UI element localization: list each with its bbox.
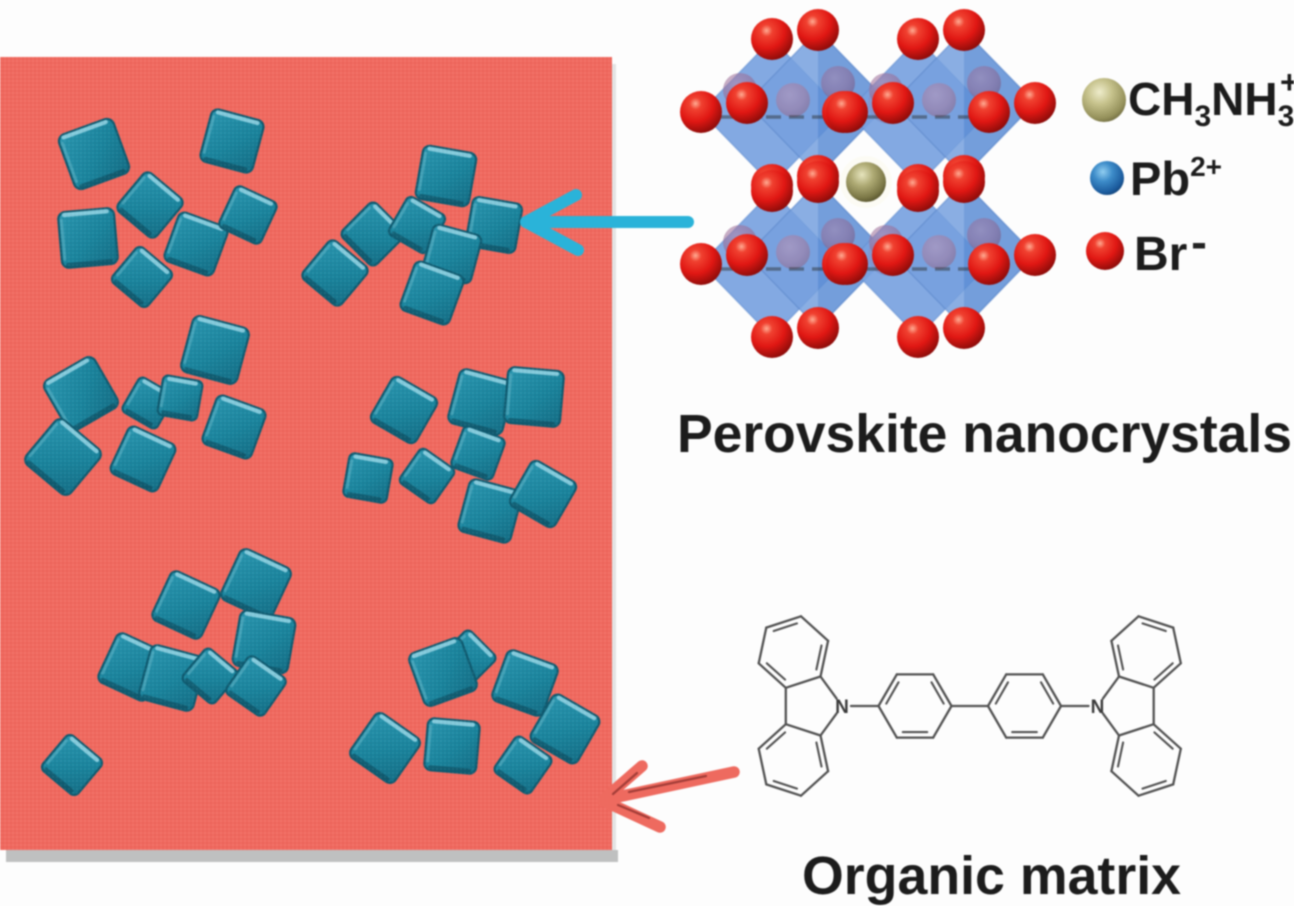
svg-text:Br: Br [1134,228,1187,281]
svg-text:+: + [1280,64,1294,100]
svg-text:N: N [835,697,849,718]
svg-text:N: N [1091,697,1105,718]
svg-text:Perovskite nanocrystals: Perovskite nanocrystals [677,404,1292,464]
svg-text:Organic matrix: Organic matrix [802,846,1181,906]
svg-text:CH3NH3: CH3NH3 [1128,73,1294,133]
